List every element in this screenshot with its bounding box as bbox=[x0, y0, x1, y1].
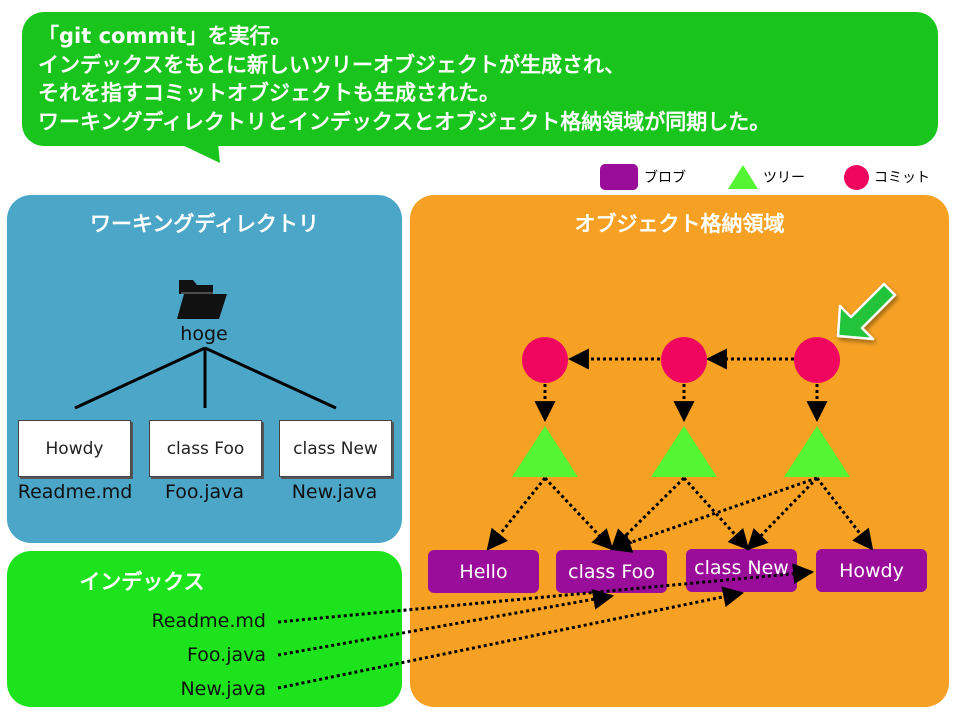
blob-hello-label: Hello bbox=[459, 560, 508, 583]
file-content-foo: class Foo bbox=[166, 438, 245, 459]
blob-class-new: class New bbox=[686, 549, 797, 592]
blob-class-new-label: class New bbox=[694, 557, 789, 579]
blob-howdy-label: Howdy bbox=[839, 559, 904, 582]
legend-tree: ツリー bbox=[727, 164, 805, 190]
blob-legend-icon bbox=[600, 164, 638, 190]
folder-name: hoge bbox=[180, 323, 228, 345]
legend-commit-label: コミット bbox=[874, 170, 930, 186]
index-blob-arrows bbox=[277, 563, 815, 690]
callout-text: 「git commit」を実行。 インデックスをもとに新しいツリーオブジェクトが… bbox=[38, 22, 938, 136]
file-card-readme: Howdy bbox=[18, 420, 131, 477]
callout-line-4: ワーキングディレクトリとインデックスとオブジェクト格納領域が同期した。 bbox=[38, 109, 771, 134]
tree-node-1 bbox=[512, 426, 578, 477]
index-entry-new: New.java bbox=[180, 678, 266, 700]
legend-blob-label: ブロブ bbox=[644, 170, 686, 186]
commit-legend-icon bbox=[844, 164, 869, 190]
folder-icon bbox=[177, 280, 227, 319]
green-arrow-icon bbox=[836, 282, 897, 341]
blob-class-foo-label: class Foo bbox=[568, 560, 655, 583]
file-card-foo: class Foo bbox=[149, 420, 262, 477]
tree-legend-icon bbox=[728, 165, 758, 189]
tree-nodes bbox=[512, 426, 850, 477]
file-name-readme: Readme.md bbox=[17, 481, 133, 503]
working-directory-title: ワーキングディレクトリ bbox=[90, 212, 319, 236]
commit-nodes bbox=[522, 337, 840, 383]
tree-blob-arrows bbox=[486, 476, 874, 553]
file-card-new: class New bbox=[279, 420, 392, 477]
tree-node-2 bbox=[651, 426, 717, 477]
callout-line-2: インデックスをもとに新しいツリーオブジェクトが生成され、 bbox=[38, 52, 626, 77]
blob-hello: Hello bbox=[428, 550, 539, 593]
tree-node-3 bbox=[784, 426, 850, 477]
blob-howdy: Howdy bbox=[816, 549, 927, 592]
callout-line-1: 「git commit」を実行。 bbox=[38, 24, 292, 48]
legend-commit: コミット bbox=[844, 164, 930, 190]
file-content-readme: Howdy bbox=[45, 438, 104, 459]
index-entry-readme: Readme.md bbox=[151, 610, 266, 632]
object-store-title: オブジェクト格納領域 bbox=[574, 212, 785, 236]
index-entry-foo: Foo.java bbox=[186, 644, 266, 666]
callout-line-3: それを指すコミットオブジェクトも生成された。 bbox=[38, 81, 500, 105]
commit-node-1 bbox=[522, 337, 568, 383]
index-title: インデックス bbox=[79, 570, 205, 594]
file-name-foo: Foo.java bbox=[164, 481, 244, 503]
file-name-new: New.java bbox=[291, 481, 378, 503]
folder-tree-lines bbox=[74, 346, 337, 410]
legend-blob: ブロブ bbox=[600, 164, 686, 190]
commit-tree-arrows bbox=[534, 384, 828, 423]
index-panel bbox=[7, 551, 402, 707]
commit-node-3 bbox=[794, 337, 840, 383]
commit-node-2 bbox=[661, 337, 707, 383]
message-callout bbox=[22, 12, 938, 146]
legend-tree-label: ツリー bbox=[763, 170, 805, 186]
file-content-new: class New bbox=[293, 438, 378, 459]
